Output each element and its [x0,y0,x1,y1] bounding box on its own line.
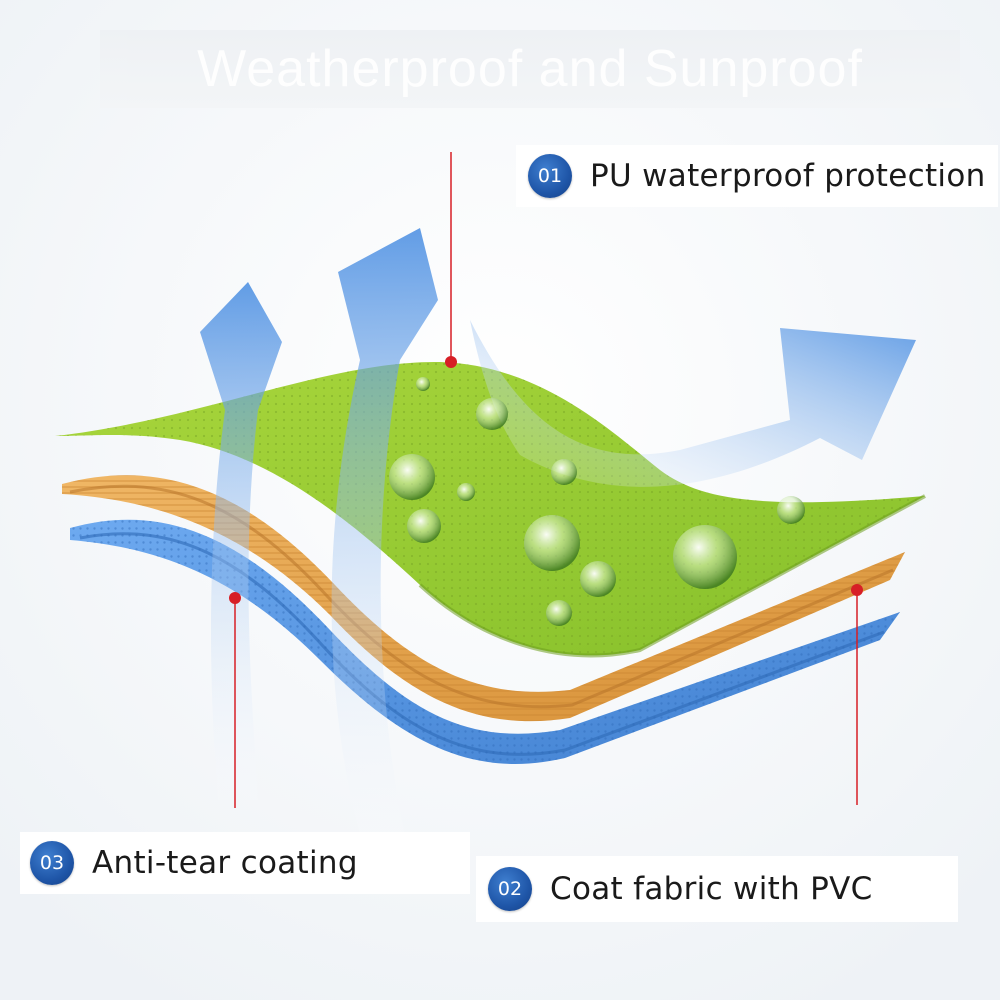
label-pu-waterproof: 01 PU waterproof protection [516,145,998,207]
water-drop-icon [476,398,508,430]
number-badge: 02 [488,867,532,911]
water-drop-icon [407,509,441,543]
bottom-fabric-layer [70,519,900,764]
pointer-01 [445,152,457,368]
water-drop-icon [389,454,435,500]
water-drop-icon [580,561,616,597]
water-drop-icon [546,600,572,626]
water-drop-icon [673,525,737,589]
water-drop-icon [524,515,580,571]
water-drop-icon [777,496,805,524]
middle-fabric-layer [62,475,905,722]
water-drop-icon [416,377,430,391]
pointer-02 [851,584,863,805]
number-badge: 01 [528,154,572,198]
up-arrow-icon [200,282,282,800]
up-arrow-icon [331,228,438,835]
pointer-03 [229,592,241,808]
label-text: Anti-tear coating [92,845,358,881]
diagonal-arrow-icon [470,320,916,487]
number-badge: 03 [30,841,74,885]
water-drop-icon [551,459,577,485]
label-coat-fabric: 02 Coat fabric with PVC [476,856,958,922]
label-text: Coat fabric with PVC [550,871,873,907]
water-drop-icon [457,483,475,501]
faint-title-banner: Weatherproof and Sunproof [100,30,960,108]
label-anti-tear: 03 Anti-tear coating [20,832,470,894]
label-text: PU waterproof protection [590,158,986,194]
water-drops [389,377,805,626]
